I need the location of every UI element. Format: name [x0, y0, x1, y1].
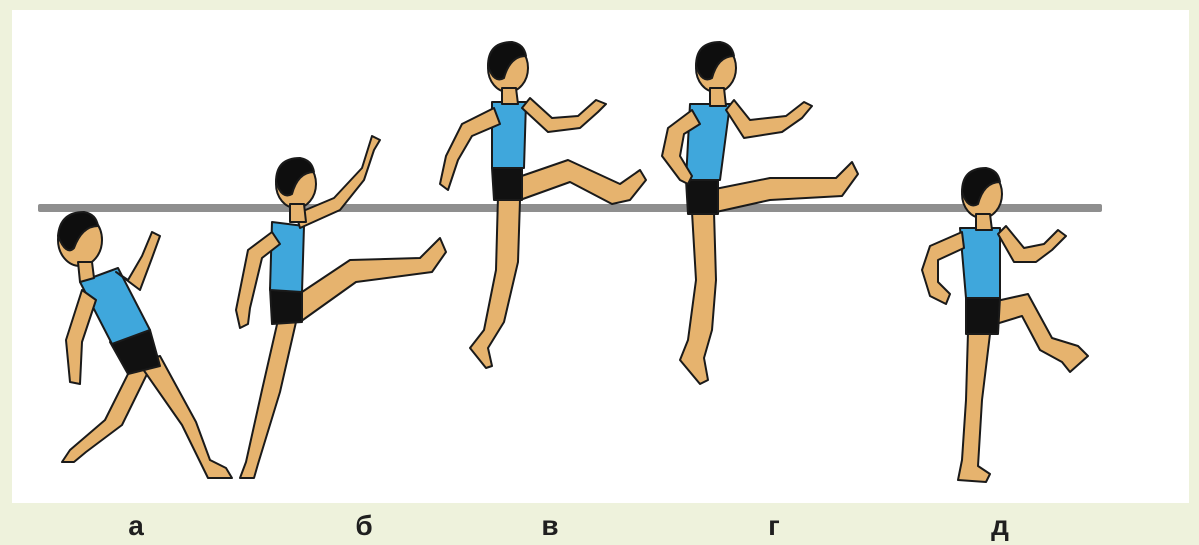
phase-label-b: б: [344, 508, 384, 544]
phase-label-g: г: [754, 508, 794, 544]
phase-label-v: в: [530, 508, 570, 544]
crossbar: [38, 204, 1102, 212]
athlete-phase-g: [662, 42, 858, 384]
athlete-phase-d: [922, 168, 1088, 482]
phase-label-a: а: [116, 508, 156, 544]
athlete-phase-b: [236, 136, 446, 478]
phase-label-d: д: [980, 508, 1020, 544]
athlete-phase-a: [58, 212, 232, 478]
